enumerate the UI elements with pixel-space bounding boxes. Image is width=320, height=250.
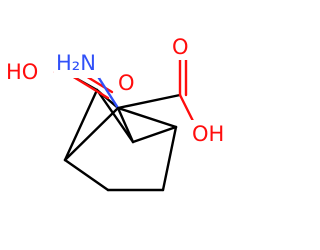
hydroxyl-right-label: OH <box>192 122 224 146</box>
molecule-drawing: HO H₂N O O OH <box>4 34 234 192</box>
carbonyl-oxygen-right-label: O <box>172 35 189 59</box>
bond-carbonyl-left-a <box>70 74 110 100</box>
bond-c3-c5 <box>63 158 110 192</box>
structure-canvas: HO H₂N O O OH <box>4 34 234 192</box>
label-halo <box>170 34 192 60</box>
label-halo <box>190 120 234 148</box>
label-halo <box>54 50 100 78</box>
bond-c8-carboxyl-carbon <box>116 93 182 110</box>
label-halo <box>116 70 136 96</box>
bond-c1-c9 <box>95 88 135 144</box>
bond-c6-c7 <box>161 125 178 192</box>
amino-label: H₂N <box>56 51 96 75</box>
carbonyl-oxygen-left-label: O <box>118 71 135 95</box>
bond-amino <box>95 73 120 110</box>
carbon-skeleton <box>63 88 178 192</box>
hydroxyl-left-label: HO <box>6 60 38 84</box>
bond-c7-c8 <box>116 106 178 129</box>
bond-c3-c4 <box>63 106 120 162</box>
bond-c9-c10 <box>131 125 178 144</box>
bond-c1-c3 <box>63 88 99 162</box>
label-halo <box>4 58 50 86</box>
